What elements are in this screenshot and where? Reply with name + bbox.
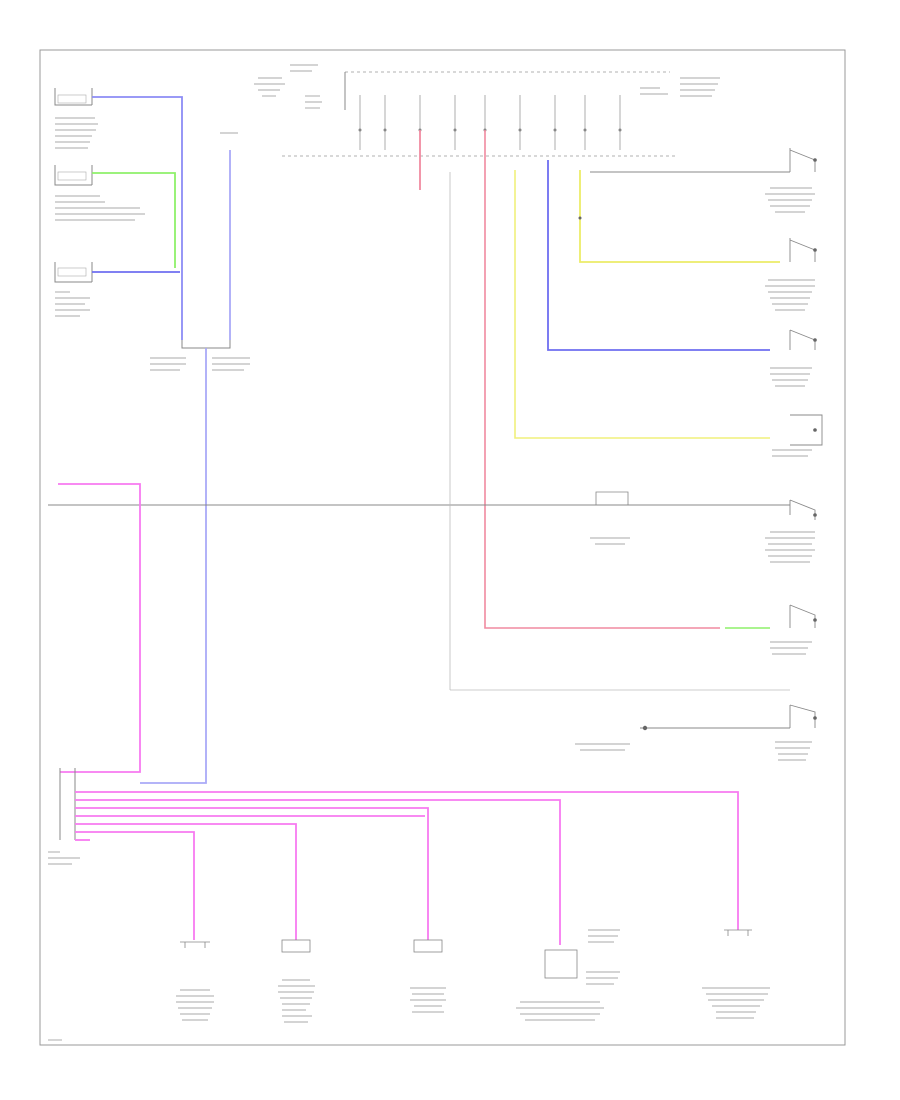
connector-lower-left xyxy=(181,340,231,349)
wire-yellow-1 xyxy=(579,170,780,263)
wire-red-long xyxy=(484,130,720,629)
right-switches xyxy=(789,148,823,728)
junction-box xyxy=(282,71,675,157)
wire-pink-top xyxy=(58,483,141,773)
pink-bus xyxy=(75,791,739,945)
diagram-frame xyxy=(39,49,846,1046)
wire-blue-1 xyxy=(92,96,183,340)
wire-blue-long xyxy=(140,348,207,784)
left-label-marks xyxy=(55,64,720,371)
wire-green xyxy=(92,172,176,268)
wire-blue-right xyxy=(547,160,770,351)
wire-yellow-2 xyxy=(514,170,770,439)
bottom-components xyxy=(180,929,752,979)
mid-connector xyxy=(595,491,629,506)
right-label-marks xyxy=(575,187,815,761)
sensor-block-3 xyxy=(54,262,93,283)
ecm-connector xyxy=(59,768,76,840)
sensor-block-2 xyxy=(54,165,93,186)
bottom-label-marks xyxy=(48,851,770,1041)
